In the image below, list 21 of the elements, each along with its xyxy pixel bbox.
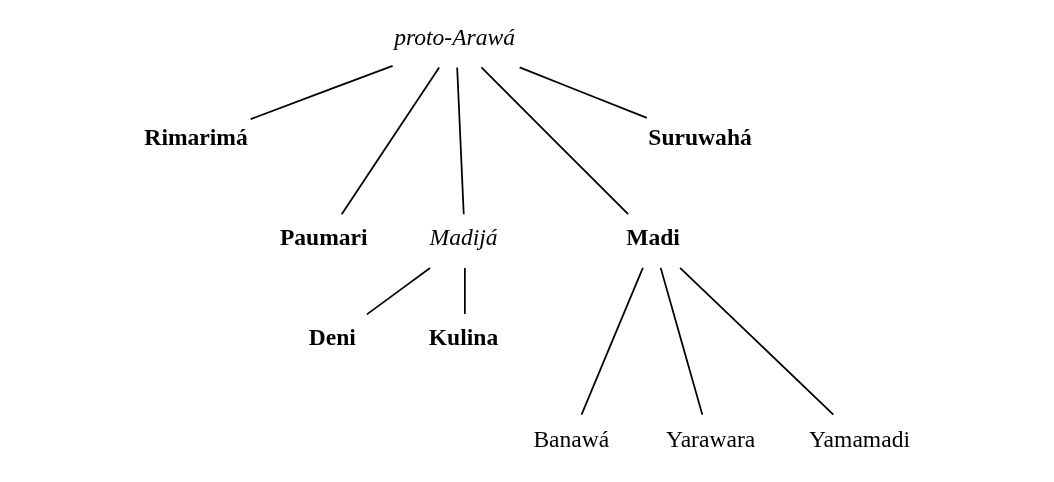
connector bbox=[463, 267, 466, 315]
node-text: Banawá bbox=[532, 426, 609, 453]
node-text: Suruwahá bbox=[647, 123, 752, 150]
connector bbox=[480, 66, 629, 216]
node-text: Yarawara bbox=[665, 426, 755, 453]
connector bbox=[678, 267, 834, 416]
node-text: Yamamadi bbox=[808, 426, 910, 453]
connector bbox=[518, 66, 648, 119]
connector bbox=[365, 267, 431, 316]
node-text: Kulina bbox=[428, 324, 498, 351]
node-text: proto-Arawá bbox=[393, 23, 515, 50]
connector bbox=[340, 66, 440, 216]
connector bbox=[580, 267, 644, 416]
node-text: Madijá bbox=[429, 224, 498, 251]
connector bbox=[659, 267, 703, 416]
connector bbox=[455, 66, 465, 216]
node-text: Paumari bbox=[279, 224, 368, 251]
node-text: Deni bbox=[308, 324, 356, 351]
node-text: Madi bbox=[625, 224, 680, 251]
node-text: Rimarimá bbox=[143, 123, 248, 150]
connector bbox=[249, 64, 393, 120]
